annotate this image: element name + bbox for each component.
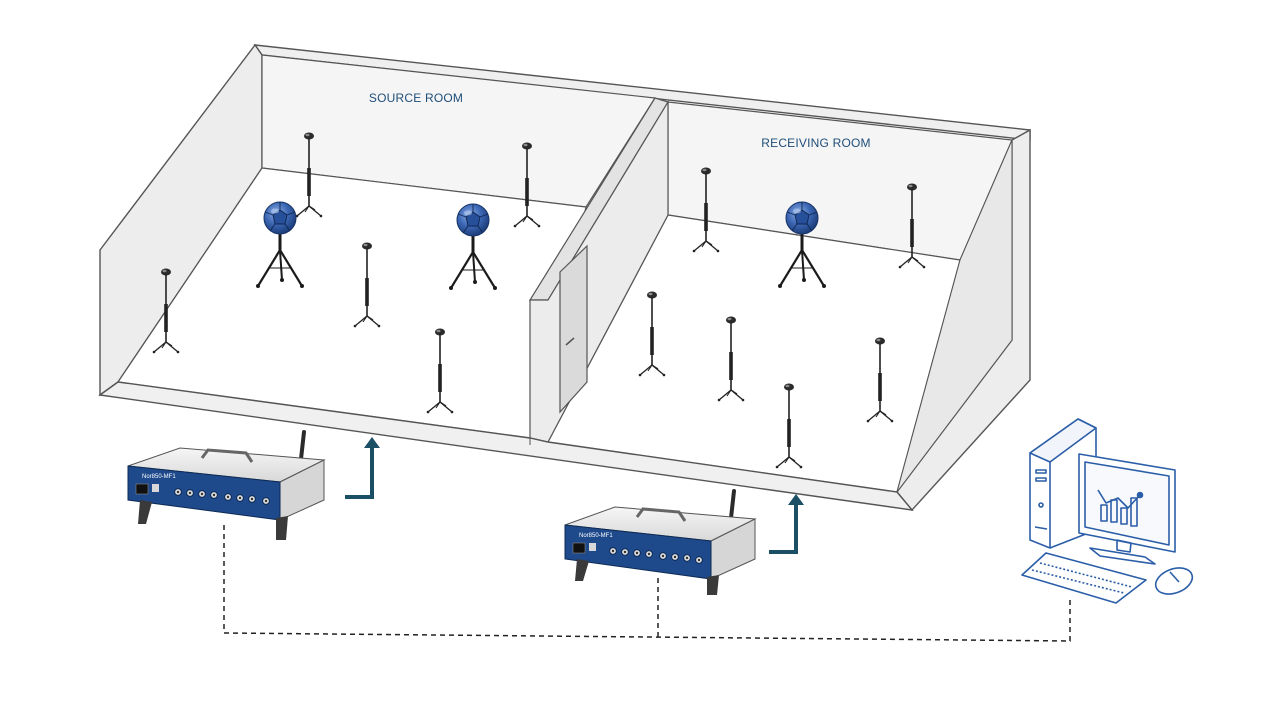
- front-floor-edge: [98, 381, 914, 511]
- building: SOURCE ROOM RECEIVING ROOM: [98, 43, 1031, 512]
- dashed-cable-line: [223, 525, 1071, 642]
- desktop-computer-icon: [1021, 418, 1194, 604]
- source-room-label: SOURCE ROOM: [369, 91, 463, 105]
- upload-arrow-icon: [345, 437, 380, 499]
- analyzer-model-label: Nor850-MF1: [142, 474, 176, 480]
- analyzer-device-2: Nor850-MF1: [564, 489, 757, 595]
- analyzer-model-label: Nor850-MF1: [579, 533, 613, 539]
- door-icon: [559, 244, 588, 414]
- receiving-room-label: RECEIVING ROOM: [761, 136, 870, 150]
- upload-arrow-icon: [769, 494, 804, 554]
- analyzer-device-1: Nor850-MF1: [127, 430, 326, 540]
